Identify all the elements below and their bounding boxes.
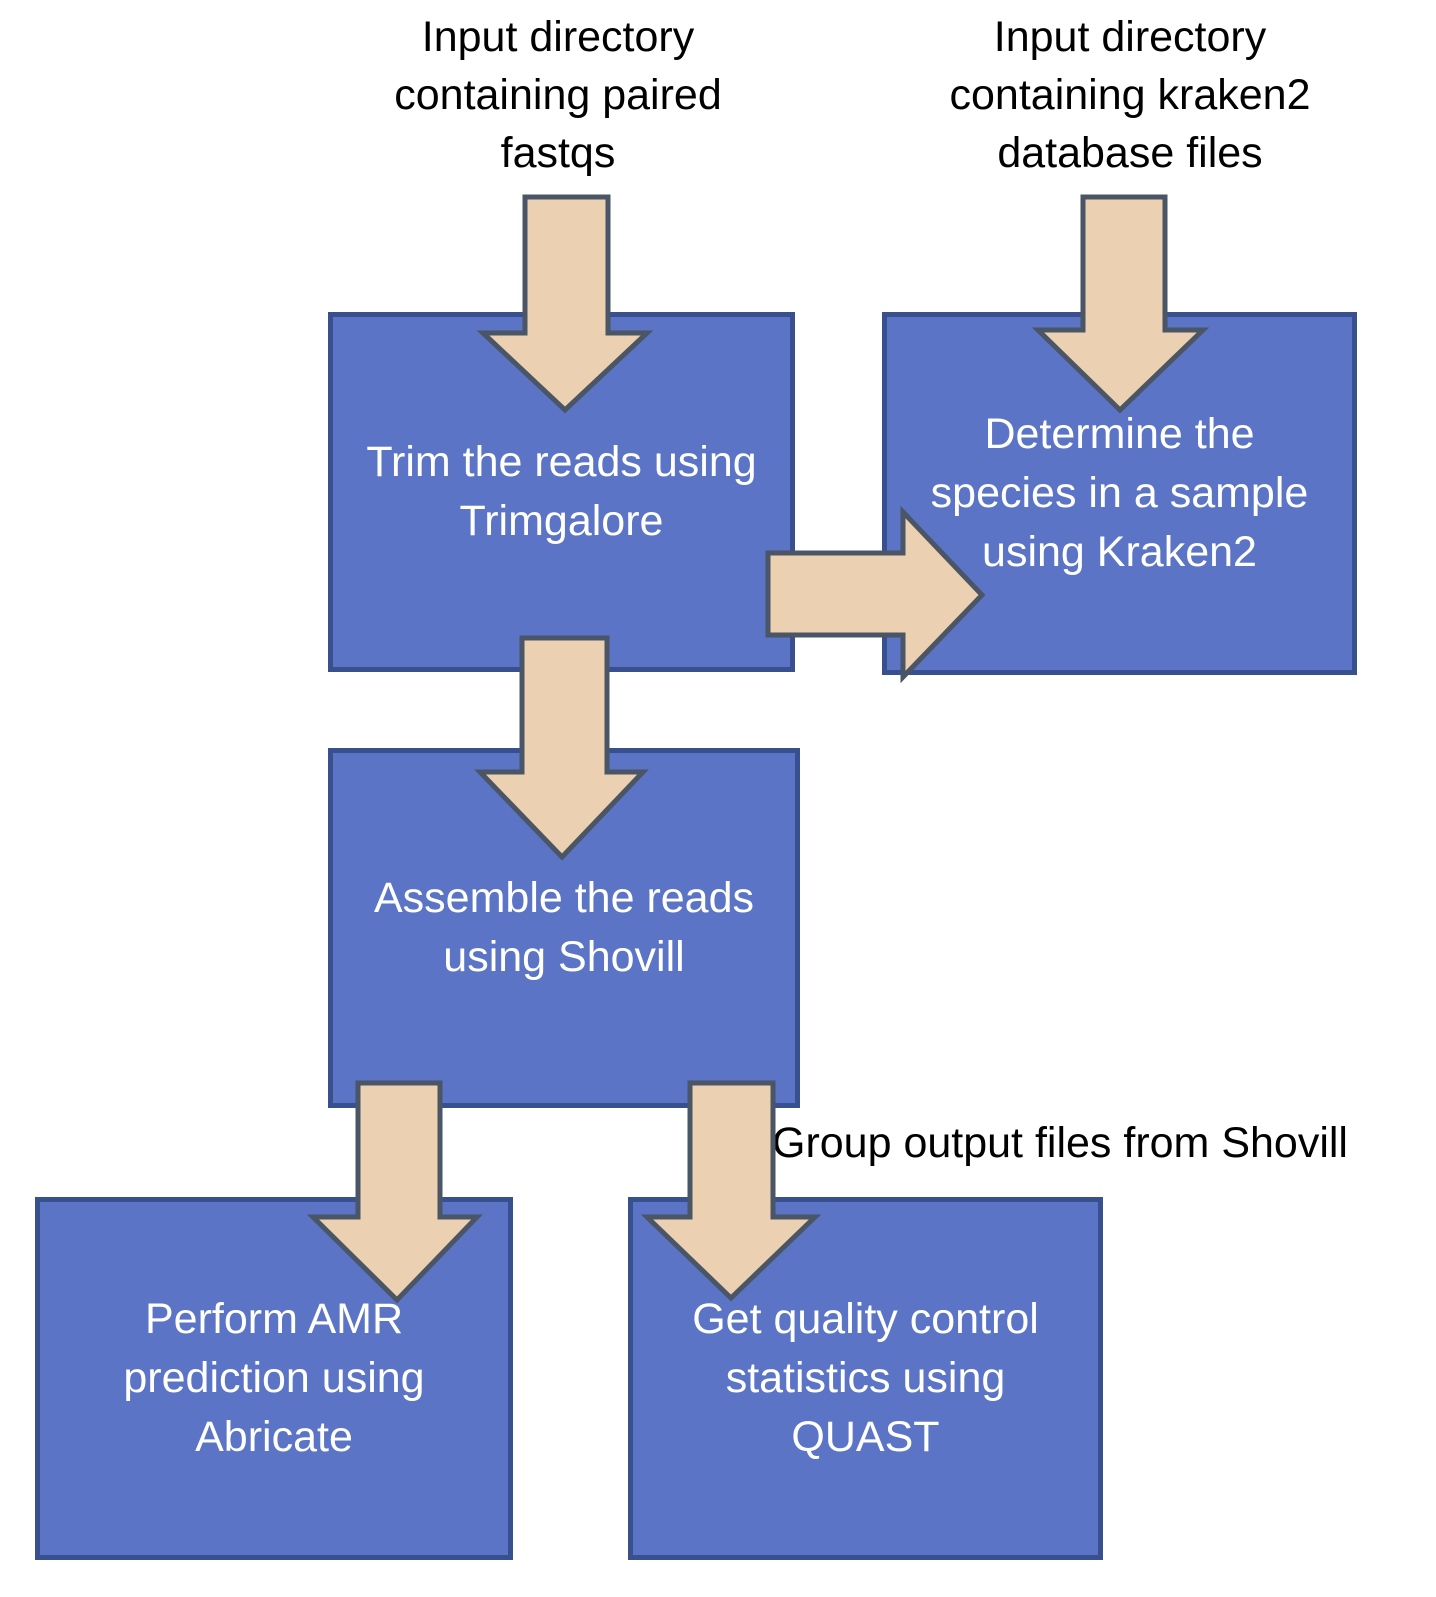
node-abricate: Perform AMR prediction using Abricate bbox=[35, 1197, 513, 1560]
node-shovill: Assemble the reads using Shovill bbox=[328, 748, 800, 1108]
input-label-paired-fastqs: Input directory containing paired fastqs bbox=[394, 13, 722, 177]
node-trimgalore: Trim the reads using Trimgalore bbox=[328, 312, 795, 672]
node-kraken2: Determine the species in a sample using … bbox=[882, 312, 1357, 675]
edge-label-group-output-files: Group output files from Shovill bbox=[772, 1119, 1348, 1167]
input-label-kraken2-database: Input directory containing kraken2 datab… bbox=[949, 13, 1311, 177]
node-quast: Get quality control statistics using QUA… bbox=[628, 1197, 1103, 1560]
